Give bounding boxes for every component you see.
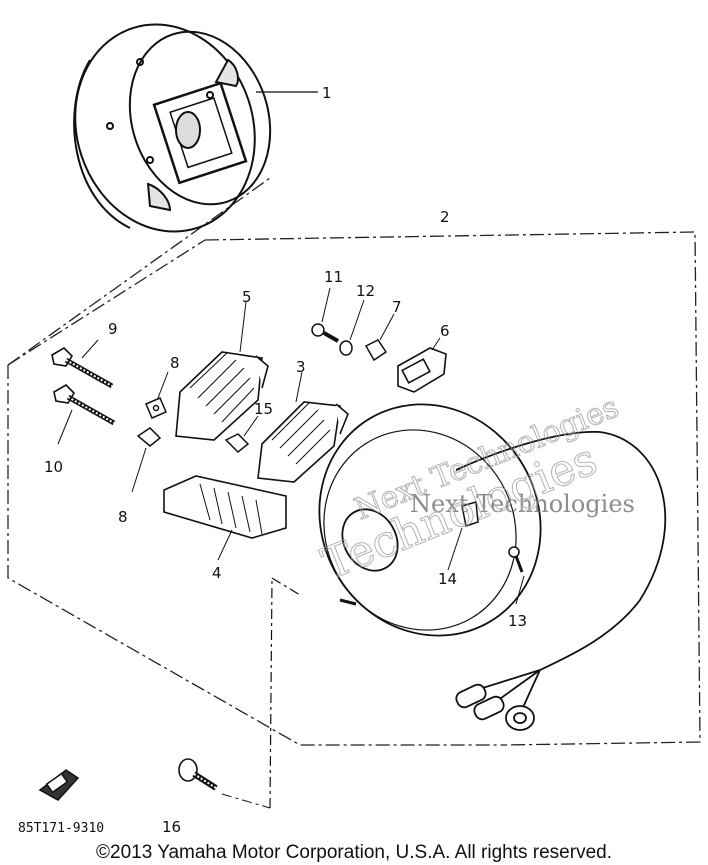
callout-2: 2 — [440, 208, 450, 226]
screw-11 — [311, 287, 339, 343]
diagram-code: 85T171-9310 — [18, 821, 104, 836]
callout-11: 11 — [324, 268, 343, 286]
clamp-14 — [447, 501, 479, 571]
callout-9: 9 — [108, 320, 118, 338]
stator-base-plate — [318, 403, 601, 637]
reference-hand-icon — [38, 769, 80, 801]
spacer-15 — [224, 415, 259, 454]
wire-harness — [455, 431, 667, 731]
clamp-7 — [364, 313, 395, 362]
callout-14: 14 — [438, 570, 457, 588]
pickup-6 — [397, 337, 447, 393]
screw-16 — [178, 577, 301, 809]
callout-7: 7 — [392, 298, 402, 316]
clip-8-upper — [145, 371, 169, 419]
coil-5 — [175, 301, 269, 441]
charge-coil-4 — [163, 475, 287, 561]
washer-12 — [339, 299, 365, 356]
callout-8b: 8 — [118, 508, 128, 526]
screw-13 — [508, 546, 525, 605]
callout-15: 15 — [254, 400, 273, 418]
watermark: Next Technologies Next Technologies Tech… — [315, 389, 635, 591]
callout-5: 5 — [242, 288, 252, 306]
watermark-line2: Next Technologies — [410, 490, 635, 518]
callout-4: 4 — [212, 564, 222, 582]
clip-8-lower — [131, 427, 162, 493]
copyright-notice: ©2013 Yamaha Motor Corporation, U.S.A. A… — [96, 842, 612, 863]
bolt-9 — [51, 339, 114, 389]
callout-13: 13 — [508, 612, 527, 630]
flywheel — [73, 23, 318, 233]
callout-3: 3 — [296, 358, 306, 376]
callout-6: 6 — [440, 322, 450, 340]
callout-12: 12 — [356, 282, 375, 300]
stator-assembly-boundary — [7, 177, 701, 746]
callout-10: 10 — [44, 458, 63, 476]
callout-8a: 8 — [170, 354, 180, 372]
callout-16: 16 — [162, 818, 181, 836]
coil-3 — [257, 371, 349, 483]
callout-1: 1 — [322, 84, 332, 102]
bolt-10 — [53, 383, 116, 445]
callout-labels: 1 2 3 4 5 6 7 8 8 9 10 11 12 13 14 15 16… — [18, 84, 527, 836]
